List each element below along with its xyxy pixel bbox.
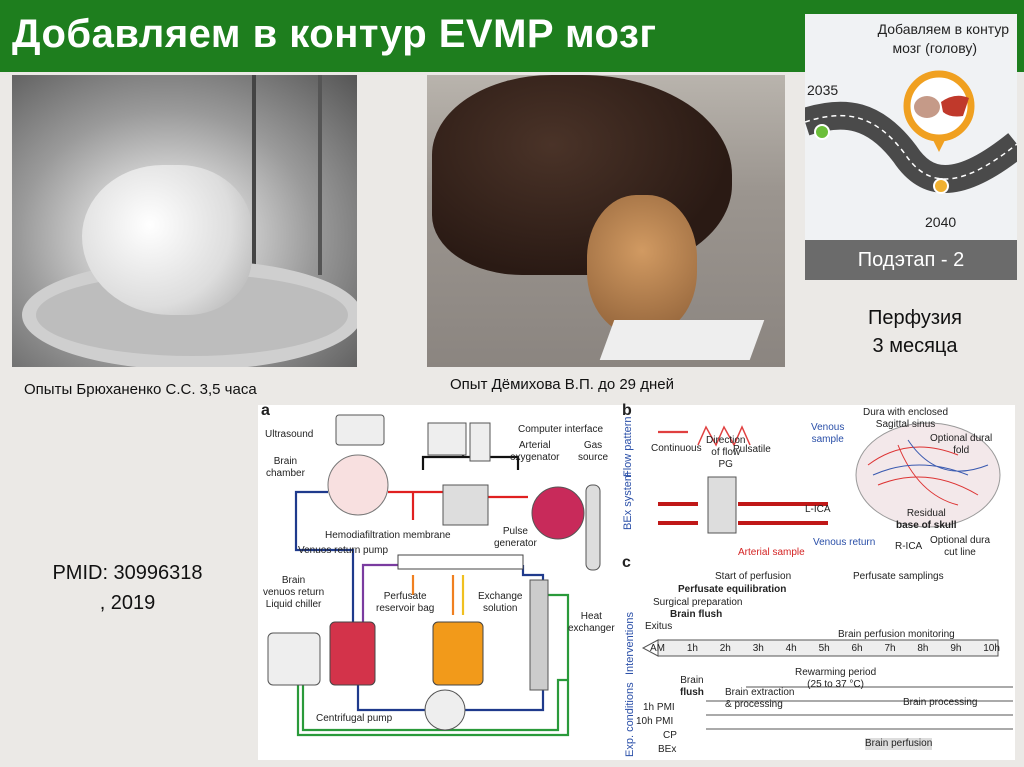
label-surgical-preparation: Surgical preparation	[653, 597, 743, 608]
label-pulsatile: Pulsatile	[733, 444, 771, 455]
label-interventions: Interventions	[624, 612, 636, 675]
panel-a-label: a	[261, 402, 270, 419]
figure-schematic	[267, 414, 1013, 737]
pmid-reference: PMID: 30996318, 2019	[52, 562, 203, 614]
end-marker-icon	[933, 178, 949, 194]
label-continuous: Continuous	[651, 443, 702, 454]
slide-title: Добавляем в контур EVMP мозг	[12, 12, 657, 56]
year-end: 2040	[925, 214, 957, 230]
brain-icon	[914, 96, 940, 118]
condition-1h-pmi: 1h PMI	[643, 702, 675, 713]
label-equilibration: Perfusate equilibration	[678, 584, 787, 595]
label-exp-conditions: Exp. conditions	[624, 682, 636, 757]
condition-cp: CP	[663, 730, 677, 741]
panel-c-label: c	[622, 554, 631, 571]
liver-icon	[941, 95, 969, 117]
label-r-ica: R-ICA	[895, 541, 923, 552]
label-computer-interface: Computer interface	[518, 424, 604, 435]
start-marker-icon	[814, 124, 830, 140]
label-flow-pattern: Flow pattern	[622, 416, 634, 477]
label-centrifugal-pump: Centrifugal pump	[316, 713, 393, 724]
panel-b-label: b	[622, 402, 632, 419]
label-exitus: Exitus	[645, 621, 673, 632]
label-venous-return-pump: Venuos return pump	[298, 545, 389, 556]
photo-bryukhonenko-experiment	[12, 75, 357, 367]
label-rewarming: Rewarming period(25 to 37 °C)	[795, 667, 877, 690]
label-l-ica: L-ICA	[805, 504, 831, 515]
label-venous-return: Venous return	[813, 537, 876, 548]
stage-label: Подэтап - 2	[805, 240, 1017, 280]
label-brain-processing: Brain processing	[903, 697, 978, 708]
label-brain-flush: Brain flush	[670, 609, 723, 620]
label-perfusate-samplings: Perfusate samplings	[853, 571, 944, 582]
road-illustration	[800, 70, 1024, 194]
label-start-of-perfusion: Start of perfusion	[715, 571, 792, 582]
label-ultrasound: Ultrasound	[265, 429, 314, 440]
photo-demikhov-experiment	[427, 75, 785, 367]
label-perfusion-monitoring: Brain perfusion monitoring	[838, 629, 955, 640]
photo-caption-1: Опыты Брюханенко С.С. 3,5 часа	[24, 381, 257, 398]
photo-caption-2: Опыт Дёмихова В.П. до 29 дней	[450, 376, 674, 393]
year-start: 2035	[807, 82, 839, 98]
label-brain-extraction: Brain extraction& processing	[725, 687, 795, 710]
label-bex-system: BEx system	[622, 471, 634, 530]
label-membrane: Hemodiafiltration membrane	[325, 530, 451, 541]
label-brain-perfusion: Brain perfusion	[865, 738, 933, 750]
condition-bex: BEx	[658, 744, 677, 755]
condition-10h-pmi: 10h PMI	[636, 716, 674, 727]
label-arterial-sample: Arterial sample	[738, 547, 805, 558]
